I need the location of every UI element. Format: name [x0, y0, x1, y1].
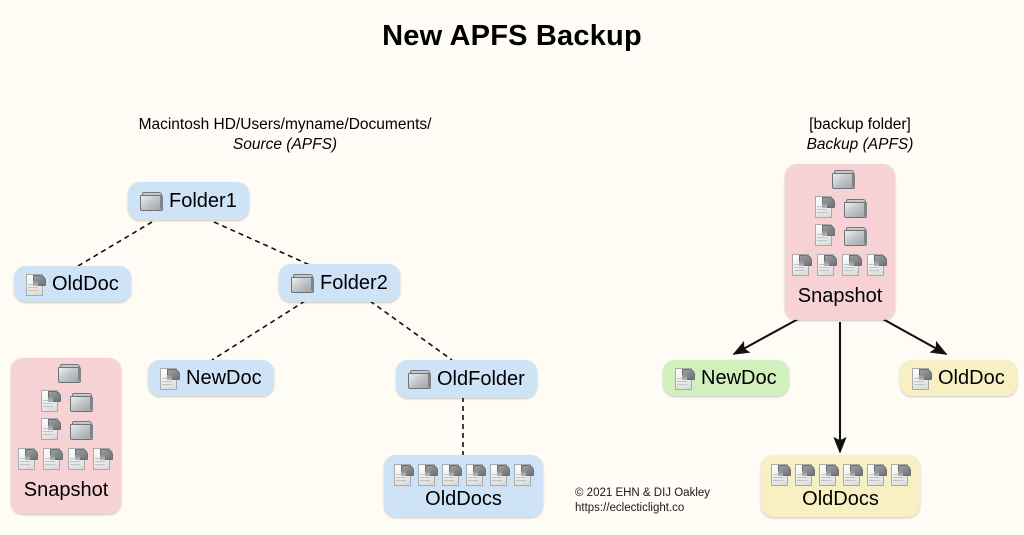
folder-icon [70, 393, 93, 412]
folder-icon [70, 421, 93, 440]
connector-folder2-oldfolder [369, 300, 453, 361]
node-source-olddoc[interactable]: OldDoc [14, 266, 131, 302]
connector-folder1-olddoc [77, 221, 153, 267]
document-icon [514, 463, 534, 486]
folder-icon [832, 170, 855, 189]
node-source-folder2[interactable]: Folder2 [279, 264, 400, 302]
document-icon [43, 448, 63, 470]
box-caption: OldDocs [802, 487, 879, 510]
document-icon [771, 463, 791, 486]
folder-icon [844, 199, 867, 218]
folder-icon [844, 227, 867, 246]
arrow-snapshot-to-olddoc [880, 317, 948, 355]
document-icon [815, 196, 835, 218]
folder-icon [291, 274, 314, 293]
document-icon [442, 463, 462, 486]
source-path-label: Macintosh HD/Users/myname/Documents/ [138, 116, 432, 133]
arrow-snapshot-to-newdoc [732, 317, 801, 355]
document-icon [68, 448, 88, 470]
node-source-olddocs[interactable]: OldDocs [384, 455, 543, 517]
node-label: NewDoc [186, 366, 262, 389]
document-icon [93, 448, 113, 470]
document-icon [867, 463, 887, 486]
document-icon [675, 367, 695, 390]
node-label: NewDoc [701, 366, 777, 389]
box-caption: OldDocs [425, 487, 502, 510]
box-caption: Snapshot [23, 479, 109, 501]
document-icon [160, 367, 180, 390]
document-icon [466, 463, 486, 486]
document-icon [394, 463, 414, 486]
document-icon [819, 463, 839, 486]
documents-group-icon [394, 463, 534, 486]
node-label: Folder1 [169, 189, 237, 212]
document-icon [41, 390, 61, 412]
document-icon [26, 273, 46, 296]
node-backup-olddoc[interactable]: OldDoc [900, 360, 1017, 396]
document-icon [867, 254, 887, 276]
document-icon [815, 224, 835, 246]
folder-icon [58, 364, 81, 383]
folder-icon [408, 370, 431, 389]
source-volume-label: Source (APFS) [232, 136, 338, 153]
connector-folder2-newdoc [211, 300, 306, 361]
document-icon [843, 463, 863, 486]
node-label: OldDoc [52, 272, 119, 295]
snapshot-icon [14, 358, 118, 478]
node-backup-newdoc[interactable]: NewDoc [663, 360, 789, 396]
document-icon [18, 448, 38, 470]
node-backup-olddocs[interactable]: OldDocs [761, 455, 920, 517]
credit-line-1: © 2021 EHN & DIJ Oakley [575, 487, 711, 499]
document-icon [490, 463, 510, 486]
document-icon [792, 254, 812, 276]
credit-line-2: https://eclecticlight.co [575, 502, 685, 514]
source-column-header: Macintosh HD/Users/myname/Documents/ Sou… [100, 115, 470, 155]
document-icon [912, 367, 932, 390]
credit-block: © 2021 EHN & DIJ Oakley https://eclectic… [575, 486, 710, 516]
backup-volume-label: Backup (APFS) [806, 136, 914, 153]
node-source-oldfolder[interactable]: OldFolder [396, 360, 537, 398]
document-icon [891, 463, 911, 486]
document-icon [817, 254, 837, 276]
snapshot-icon [788, 164, 892, 284]
document-icon [418, 463, 438, 486]
folder-icon [140, 192, 163, 211]
document-icon [795, 463, 815, 486]
backup-path-label: [backup folder] [809, 116, 911, 133]
document-icon [842, 254, 862, 276]
node-label: OldDoc [938, 366, 1005, 389]
document-icon [41, 418, 61, 440]
node-backup-snapshot[interactable]: Snapshot [785, 164, 895, 320]
documents-group-icon [771, 463, 911, 486]
node-source-folder1[interactable]: Folder1 [128, 182, 249, 220]
backup-column-header: [backup folder] Backup (APFS) [740, 115, 980, 155]
node-label: Folder2 [320, 271, 388, 294]
node-source-snapshot[interactable]: Snapshot [11, 358, 121, 514]
connector-folder1-folder2 [213, 221, 313, 267]
page-title: New APFS Backup [382, 20, 642, 52]
box-caption: Snapshot [797, 285, 883, 307]
node-label: OldFolder [437, 367, 525, 390]
node-source-newdoc[interactable]: NewDoc [148, 360, 274, 396]
